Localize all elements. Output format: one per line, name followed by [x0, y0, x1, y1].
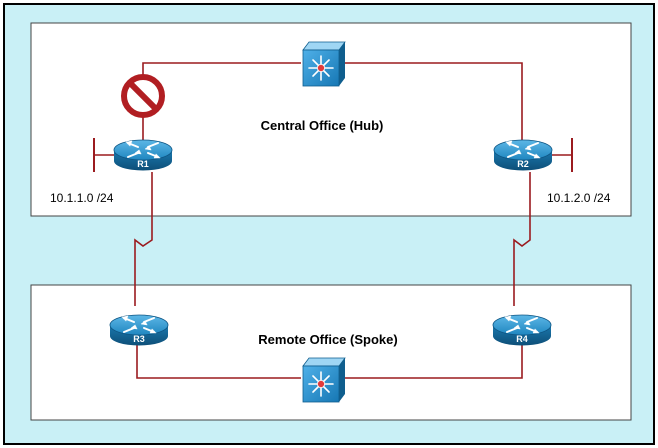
router-label: R3	[133, 334, 145, 344]
router-r3[interactable]: R3	[109, 314, 169, 347]
serial-link-r2-r4	[513, 172, 531, 306]
zone-remote-office	[30, 284, 632, 421]
router-r4[interactable]: R4	[492, 314, 552, 347]
router-label: R1	[137, 159, 149, 169]
zone-label-spoke: Remote Office (Spoke)	[258, 332, 397, 347]
serial-link-r1-r3	[134, 172, 153, 306]
network-label-r1-lan: 10.1.1.0 /24	[50, 191, 114, 205]
link-r3-spoke-switch	[136, 343, 301, 379]
router-label: R4	[516, 334, 528, 344]
prohibited-icon	[121, 74, 165, 118]
link-hub-switch-r2	[345, 62, 523, 140]
spoke-switch-icon[interactable]	[302, 357, 346, 403]
link-spoke-switch-r4	[345, 343, 523, 379]
zone-label-hub: Central Office (Hub)	[261, 118, 384, 133]
network-label-r2-lan: 10.1.2.0 /24	[547, 191, 611, 205]
router-r2[interactable]: R2	[493, 139, 553, 172]
router-label: R2	[517, 159, 529, 169]
router-r1[interactable]: R1	[113, 139, 173, 172]
hub-switch-icon[interactable]	[302, 41, 346, 87]
